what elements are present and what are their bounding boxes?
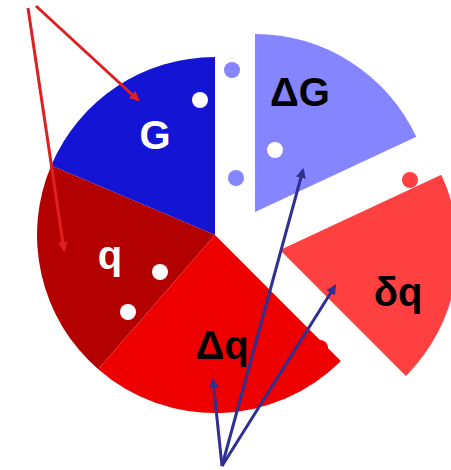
piece-label: δq (374, 272, 423, 312)
puzzle-knob (124, 168, 140, 184)
piece-label: G (139, 115, 170, 155)
puzzle-knob (228, 170, 244, 186)
puzzle-knob (152, 264, 168, 280)
puzzle-knob (267, 142, 283, 158)
puzzle-knob (120, 304, 136, 320)
puzzle-knob (312, 340, 328, 356)
puzzle-piece: ΔG (223, 33, 418, 213)
piece-label: q (98, 235, 122, 275)
puzzle-knob (292, 292, 308, 308)
puzzle-knob (192, 92, 208, 108)
wedge-fill (98, 235, 341, 413)
red-arrow (36, 6, 138, 100)
wedge-fill (255, 34, 416, 212)
piece-label: ΔG (270, 72, 330, 112)
puzzle-knob (224, 62, 240, 78)
wedge-shape (97, 234, 342, 414)
puzzle-piece: Δq (97, 234, 342, 414)
puzzle-knob (137, 322, 153, 338)
wedge-shape (223, 33, 418, 213)
piece-label: Δq (195, 325, 248, 365)
puzzle-knob (370, 364, 386, 380)
puzzle-knob (402, 172, 418, 188)
